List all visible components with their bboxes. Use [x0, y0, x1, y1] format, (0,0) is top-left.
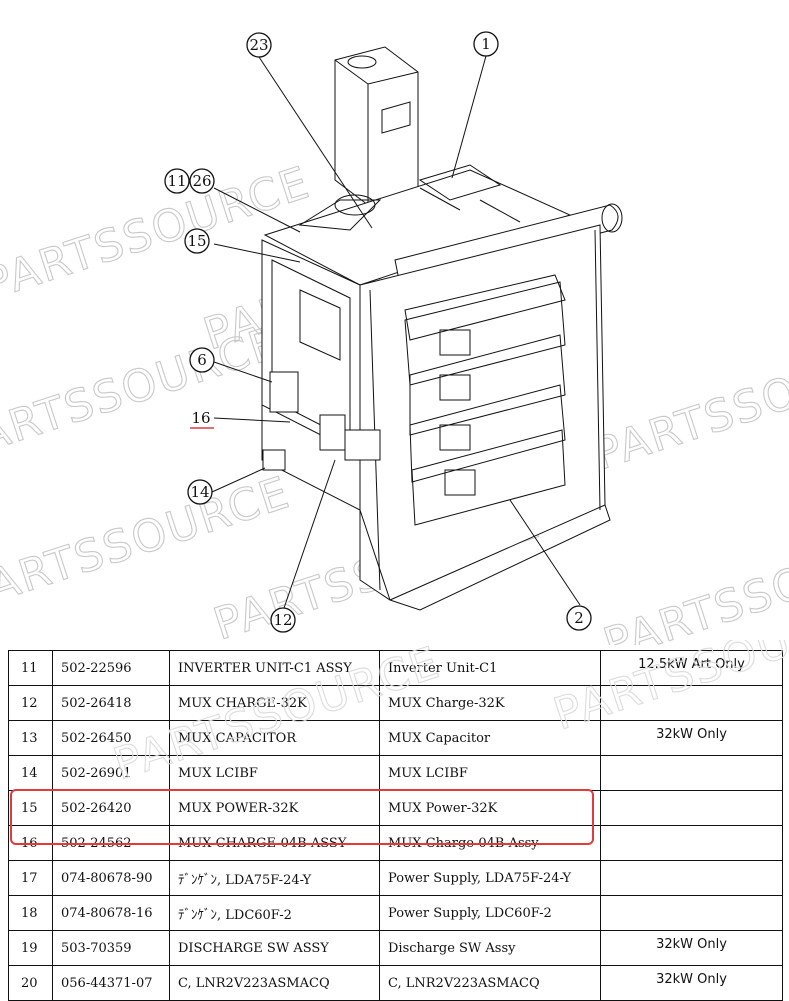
svg-text:1: 1: [481, 35, 491, 53]
part-code-cell: 502-26901: [52, 755, 170, 791]
part-code-cell: 056-44371-07: [52, 965, 170, 1001]
part-name-cell: INVERTER UNIT-C1 ASSY: [169, 650, 380, 686]
part-name-cell: ﾃﾞﾝｹﾞﾝ, LDC60F-2: [169, 895, 380, 931]
watermark-text: PARTSSOURCE: [598, 517, 789, 645]
note-cell: [600, 685, 783, 721]
part-number-cell: 11: [8, 650, 53, 686]
part-name-cell: MUX CHARGE-32K: [169, 685, 380, 721]
description-cell: Inverter Unit-C1: [379, 650, 601, 686]
note-cell: [600, 790, 783, 826]
description-cell: Power Supply, LDA75F-24-Y: [379, 860, 601, 896]
part-number-cell: 13: [8, 720, 53, 756]
leader-lines: [211, 55, 581, 609]
svg-text:16: 16: [191, 409, 210, 427]
part-name-cell: MUX CHARGE-04B ASSY: [169, 825, 380, 861]
svg-text:11: 11: [167, 172, 186, 190]
part-name-cell: C, LNR2V223ASMACQ: [169, 965, 380, 1001]
part-code-cell: 503-70359: [52, 930, 170, 966]
part-number-cell: 15: [8, 790, 53, 826]
part-number-cell: 18: [8, 895, 53, 931]
part-name-cell: DISCHARGE SW ASSY: [169, 930, 380, 966]
part-code-cell: 074-80678-16: [52, 895, 170, 931]
note-cell: 32kW Only: [600, 965, 783, 1001]
note-cell: 12.5kW Art Only: [600, 650, 783, 686]
part-code-cell: 502-26418: [52, 685, 170, 721]
drawer-group: [404, 274, 566, 526]
svg-text:26: 26: [192, 172, 211, 190]
part-number-cell: 19: [8, 930, 53, 966]
description-cell: MUX Charge-04B Assy: [379, 825, 601, 861]
part-code-cell: 074-80678-90: [52, 860, 170, 896]
part-name-cell: MUX CAPACITOR: [169, 720, 380, 756]
svg-text:2: 2: [574, 609, 584, 627]
note-cell: 32kW Only: [600, 720, 783, 756]
part-number-cell: 14: [8, 755, 53, 791]
svg-text:14: 14: [190, 483, 209, 501]
exploded-assembly-diagram: PARTSSOURCE PARTSSOURCE PARTSSOURCE PART…: [0, 31, 789, 645]
callout-11: 11: [164, 168, 190, 194]
callout-12: 12: [270, 607, 296, 633]
description-cell: Power Supply, LDC60F-2: [379, 895, 601, 931]
part-code-cell: 502-26450: [52, 720, 170, 756]
note-cell: [600, 895, 783, 931]
part-number-cell: 17: [8, 860, 53, 896]
part-code-cell: 502-26420: [52, 790, 170, 826]
svg-text:23: 23: [249, 36, 268, 54]
description-cell: MUX Capacitor: [379, 720, 601, 756]
callout-14: 14: [187, 479, 213, 505]
callout-15: 15: [184, 228, 210, 254]
svg-text:6: 6: [197, 351, 207, 369]
description-cell: C, LNR2V223ASMACQ: [379, 965, 601, 1001]
callout-26: 26: [189, 168, 215, 194]
part-number-cell: 16: [8, 825, 53, 861]
part-name-cell: MUX POWER-32K: [169, 790, 380, 826]
watermark-text: PARTSSOURCE: [588, 327, 789, 480]
machine-drawing: [261, 46, 623, 611]
part-code-cell: 502-24562: [52, 825, 170, 861]
description-cell: MUX LCIBF: [379, 755, 601, 791]
part-name-cell: ﾃﾞﾝｹﾞﾝ, LDA75F-24-Y: [169, 860, 380, 896]
description-cell: Discharge SW Assy: [379, 930, 601, 966]
callout-2: 2: [566, 605, 592, 631]
part-number-cell: 20: [8, 965, 53, 1001]
description-cell: MUX Power-32K: [379, 790, 601, 826]
note-cell: 32kW Only: [600, 930, 783, 966]
svg-text:15: 15: [187, 232, 206, 250]
note-cell: [600, 860, 783, 896]
callout-23: 23: [246, 32, 272, 58]
note-cell: [600, 755, 783, 791]
part-code-cell: 502-22596: [52, 650, 170, 686]
callout-6: 6: [189, 347, 215, 373]
part-name-cell: MUX LCIBF: [169, 755, 380, 791]
part-number-cell: 12: [8, 685, 53, 721]
callout-16: 16: [190, 409, 214, 429]
note-cell: [600, 825, 783, 861]
description-cell: MUX Charge-32K: [379, 685, 601, 721]
svg-text:12: 12: [273, 611, 292, 629]
callout-1: 1: [473, 31, 499, 57]
